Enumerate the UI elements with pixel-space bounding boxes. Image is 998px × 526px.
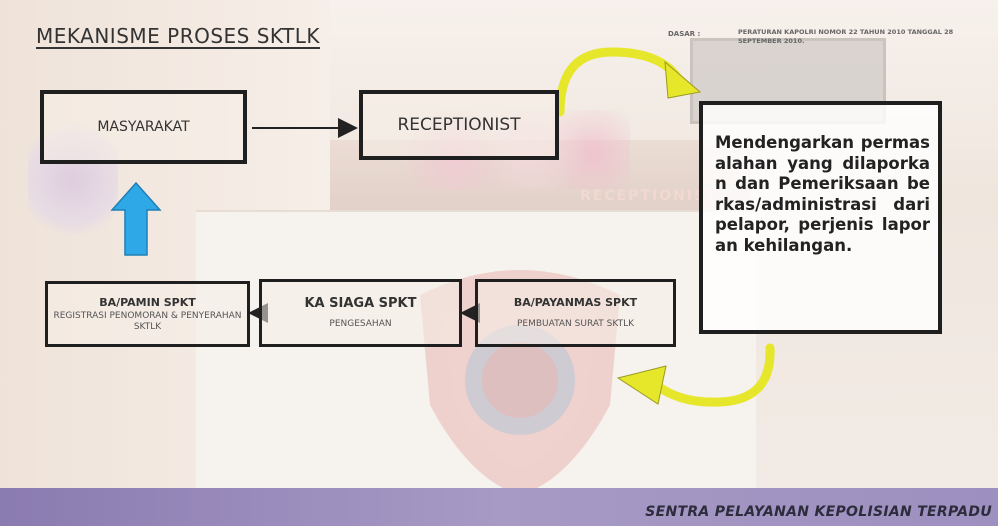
background-photo: RECEPTIONIST (0, 0, 998, 488)
dasar-label: DASAR : (668, 30, 701, 38)
dasar-text: PERATURAN KAPOLRI NOMOR 22 TAHUN 2010 TA… (738, 28, 954, 45)
curved-arrow-top-head (664, 60, 702, 99)
curved-arrow-bottom-head (616, 365, 667, 405)
footer-bar: SENTRA PELAYANAN KEPOLISIAN TERPADU (0, 488, 998, 526)
info-text: Mendengarkan permasalahan yang dilaporka… (715, 133, 930, 255)
slide-title: MEKANISME PROSES SKTLK (36, 24, 320, 48)
masyarakat-box: MASYARAKAT (40, 90, 247, 164)
ba-pamin-sub: REGISTRASI PENOMORAN & PENYERAHAN SKTLK (53, 310, 242, 332)
background-sign: RECEPTIONIST (580, 188, 718, 204)
footer-text: SENTRA PELAYANAN KEPOLISIAN TERPADU (645, 504, 992, 520)
masyarakat-label: MASYARAKAT (97, 119, 190, 135)
ka-siaga-box: KA SIAGA SPKT PENGESAHAN (259, 279, 462, 347)
ba-payanmas-sub: PEMBUATAN SURAT SKTLK (517, 319, 634, 329)
curved-arrow-bottom (650, 343, 775, 407)
ba-pamin-title: BA/PAMIN SPKT (99, 295, 196, 309)
connectors (110, 47, 775, 407)
ba-payanmas-box: BA/PAYANMAS SPKT PEMBUATAN SURAT SKTLK (475, 279, 676, 347)
info-box: Mendengarkan permasalahan yang dilaporka… (699, 101, 942, 334)
receptionist-box: RECEPTIONIST (359, 90, 559, 160)
up-arrow (110, 181, 162, 256)
ba-pamin-box: BA/PAMIN SPKT REGISTRASI PENOMORAN & PEN… (45, 281, 250, 347)
ka-siaga-sub: PENGESAHAN (329, 319, 392, 329)
ba-payanmas-title: BA/PAYANMAS SPKT (513, 296, 638, 309)
ka-siaga-title: KA SIAGA SPKT (304, 296, 417, 311)
receptionist-label: RECEPTIONIST (397, 115, 521, 135)
curved-arrow-top (555, 47, 683, 117)
